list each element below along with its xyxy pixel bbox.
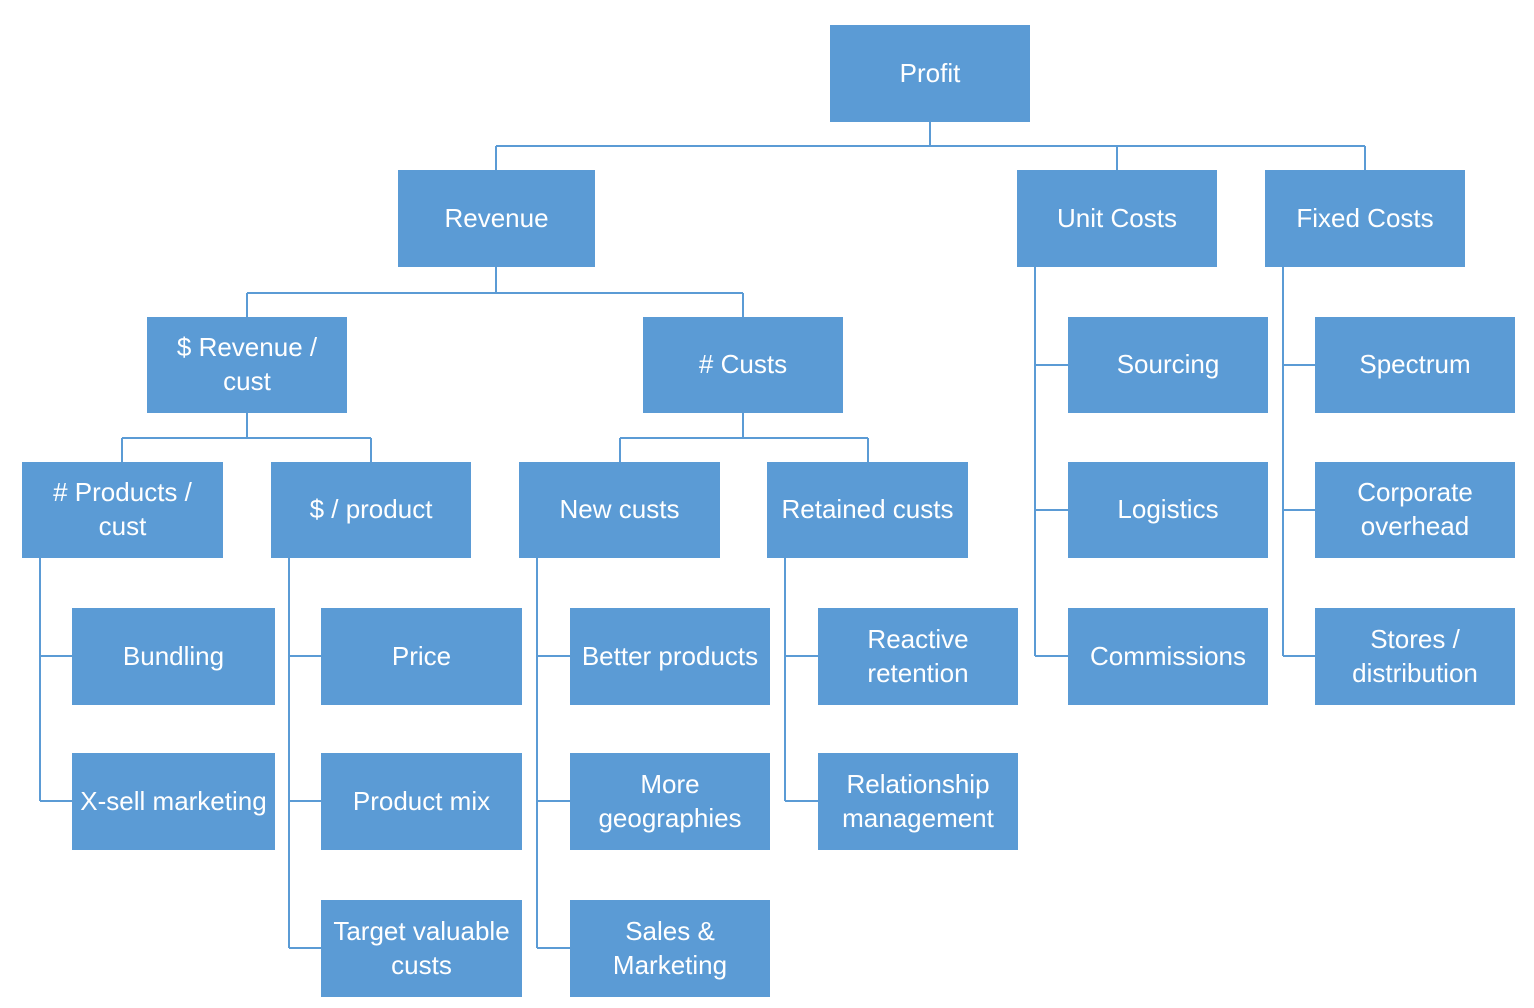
node-logistics: Logistics — [1068, 462, 1268, 558]
connector-retained-custs-children — [784, 558, 818, 802]
connector-dollars-per-product-children — [288, 558, 321, 949]
node-xsell-marketing: X-sell marketing — [72, 753, 275, 850]
node-bundling: Bundling — [72, 608, 275, 705]
node-stores-distribution: Stores / distribution — [1315, 608, 1515, 705]
node-revenue: Revenue — [398, 170, 595, 267]
connector-fixed-costs-children — [1282, 267, 1315, 657]
connector-revenue-per-cust-children — [121, 413, 372, 462]
node-unit-costs: Unit Costs — [1017, 170, 1217, 267]
node-relationship-management: Relationship management — [818, 753, 1018, 850]
node-products-per-cust: # Products / cust — [22, 462, 223, 558]
node-commissions: Commissions — [1068, 608, 1268, 705]
node-price: Price — [321, 608, 522, 705]
connector-products-per-cust-children — [39, 558, 72, 802]
node-spectrum: Spectrum — [1315, 317, 1515, 413]
node-revenue-per-cust: $ Revenue / cust — [147, 317, 347, 413]
node-more-geographies: More geographies — [570, 753, 770, 850]
node-dollars-per-product: $ / product — [271, 462, 471, 558]
node-sourcing: Sourcing — [1068, 317, 1268, 413]
connector-unit-costs-children — [1034, 267, 1068, 657]
node-sales-marketing: Sales & Marketing — [570, 900, 770, 997]
node-profit: Profit — [830, 25, 1030, 122]
node-new-custs: New custs — [519, 462, 720, 558]
node-target-valuable-custs: Target valuable custs — [321, 900, 522, 997]
node-product-mix: Product mix — [321, 753, 522, 850]
connector-profit-children — [495, 122, 1366, 170]
connector-new-custs-children — [536, 558, 570, 949]
node-retained-custs: Retained custs — [767, 462, 968, 558]
connector-revenue-children — [246, 267, 744, 317]
node-better-products: Better products — [570, 608, 770, 705]
node-num-custs: # Custs — [643, 317, 843, 413]
connector-num-custs-children — [619, 413, 869, 462]
node-fixed-costs: Fixed Costs — [1265, 170, 1465, 267]
node-reactive-retention: Reactive retention — [818, 608, 1018, 705]
node-corporate-overhead: Corporate overhead — [1315, 462, 1515, 558]
